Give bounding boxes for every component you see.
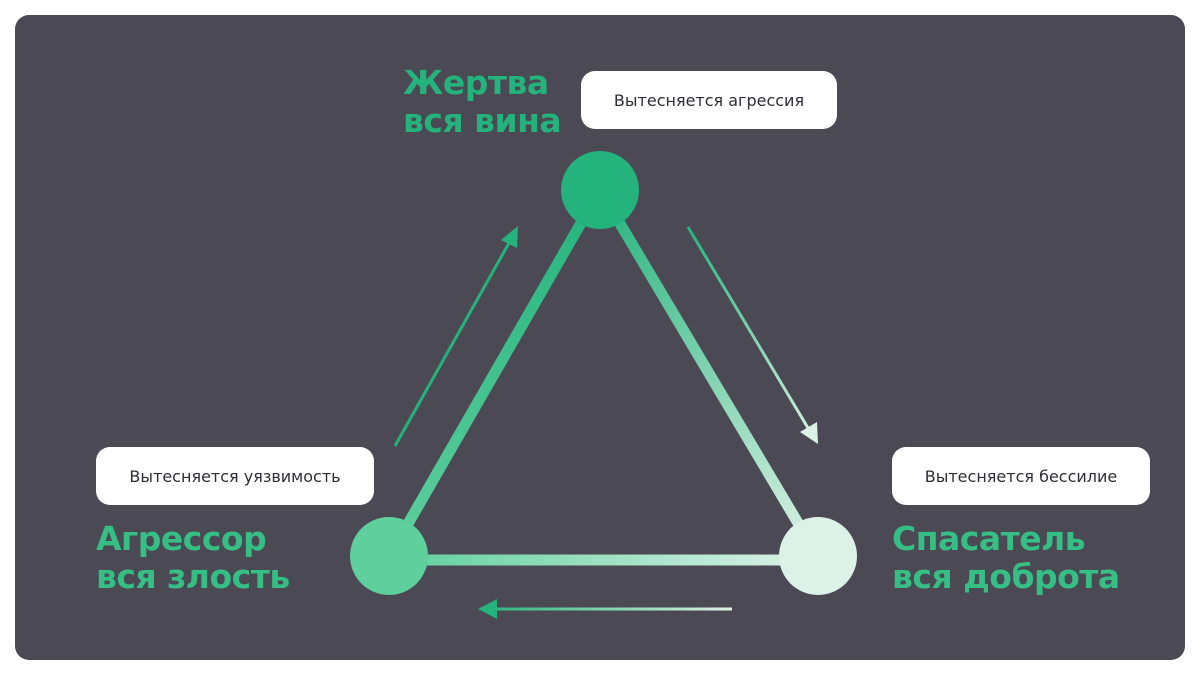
- victim-node: [561, 151, 639, 229]
- rescuer-label: Спасатель вся доброта: [892, 520, 1120, 596]
- diagram-panel: Жертва вся вина Вытесняется агрессия Выт…: [15, 15, 1185, 660]
- arrow-victim-to-rescuer: [686, 226, 818, 444]
- arrow-aggressor-to-victim: [393, 226, 518, 447]
- aggressor-suppressed-bubble: Вытесняется уязвимость: [96, 447, 374, 505]
- aggressor-subtitle: вся злость: [96, 557, 290, 596]
- rescuer-suppressed-bubble: Вытесняется бессилие: [892, 447, 1150, 505]
- aggressor-title: Агрессор: [96, 519, 267, 558]
- aggressor-label: Агрессор вся злость: [96, 520, 290, 596]
- victim-suppressed-text: Вытесняется агрессия: [613, 90, 805, 110]
- edge-aggressor-victim: [385, 187, 605, 558]
- rescuer-suppressed-text: Вытесняется бессилие: [924, 466, 1118, 486]
- victim-suppressed-bubble: Вытесняется агрессия: [581, 71, 837, 129]
- rescuer-subtitle: вся доброта: [892, 557, 1120, 596]
- rescuer-node: [779, 517, 857, 595]
- arrow-rescuer-to-aggressor: [478, 599, 732, 619]
- aggressor-node: [350, 517, 428, 595]
- victim-title: Жертва: [403, 63, 549, 102]
- victim-label: Жертва вся вина: [403, 63, 562, 140]
- rescuer-title: Спасатель: [892, 519, 1086, 558]
- victim-subtitle: вся вина: [403, 101, 562, 140]
- edge-victim-rescuer: [595, 187, 822, 558]
- aggressor-suppressed-text: Вытесняется уязвимость: [129, 466, 341, 486]
- drama-triangle: [350, 151, 857, 619]
